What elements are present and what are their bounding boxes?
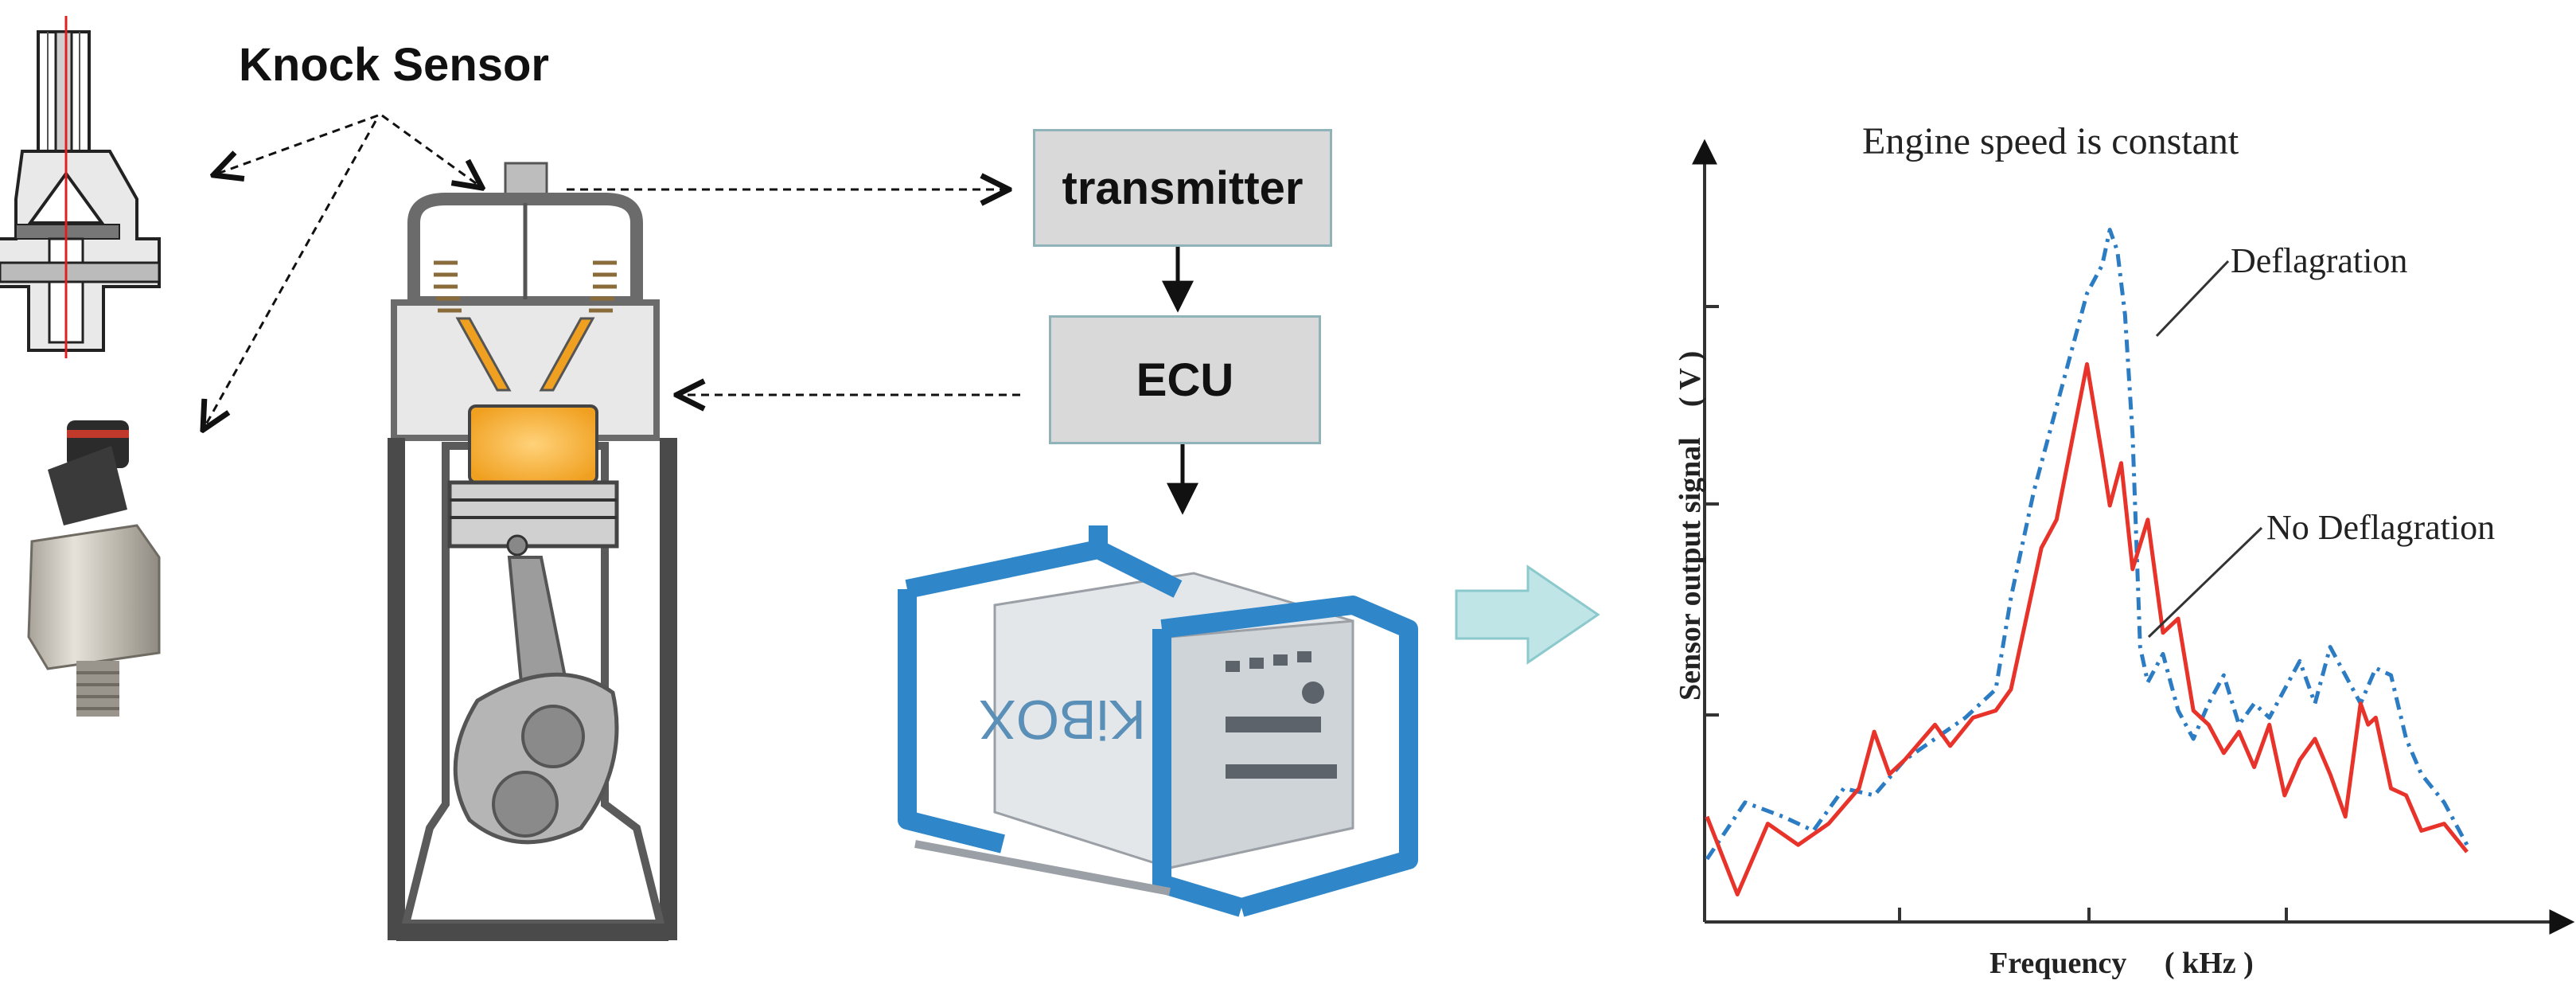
flow-arrows [567,189,1198,515]
series-line-1 [1705,361,2469,896]
ecu-label: ECU [1136,353,1234,406]
output-arrow [1455,564,1600,665]
series-label-no-deflagration: No Deflagration [2266,508,2496,547]
kibox-logo-text: KiBOX [979,689,1146,751]
engine-cylinder-drawing [388,162,677,941]
chart-title: Engine speed is constant [1862,120,2239,162]
transmitter-box: transmitter [1033,129,1332,247]
series-line-0 [1705,228,2469,861]
ecu-box: ECU [1049,315,1321,444]
knock-sensor-pointer-arrows [203,114,482,430]
spectrum-chart [1692,139,2575,935]
knock-sensor-cutaway-drawing [0,16,161,358]
x-axis-label: Frequency ( kHz ) [1989,947,2254,980]
series-label-deflagration: Deflagration [2231,241,2408,280]
no-deflagration-leader-line [2147,526,2263,639]
transmitter-label: transmitter [1062,162,1304,214]
series-layer [1705,228,2469,896]
deflagration-leader-line [2155,260,2230,338]
y-axis-label: Sensor output signal ( V ) [1674,350,1707,701]
knock-sensor-label: Knock Sensor [239,39,549,91]
kibox-device-photo: KiBOX [898,525,1418,917]
knock-sensor-photo [27,420,161,717]
